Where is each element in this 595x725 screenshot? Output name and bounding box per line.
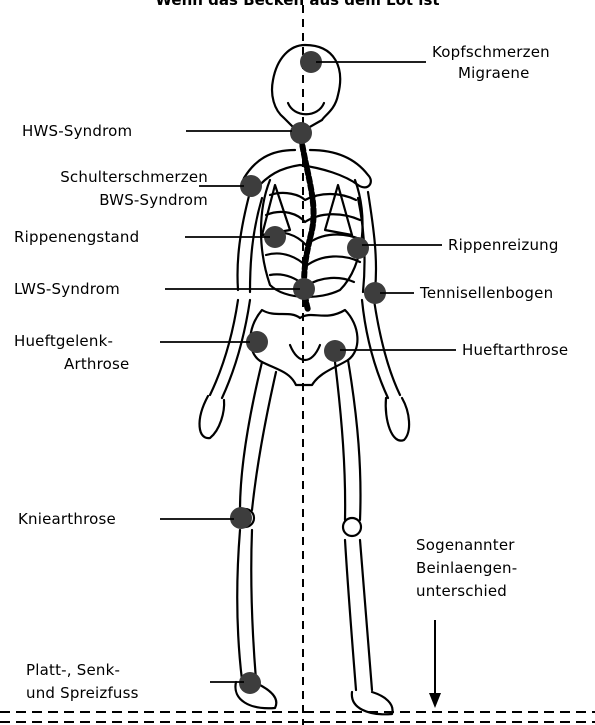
label-rippenengstand: Rippenengstand: [14, 227, 139, 247]
label-beinlaengen-2: Beinlaengen-: [416, 558, 517, 578]
label-rippenreizung: Rippenreizung: [448, 235, 559, 255]
label-bws: BWS-Syndrom: [10, 190, 208, 210]
label-beinlaengen-3: unterschied: [416, 581, 507, 601]
left-leg: [240, 362, 276, 510]
label-migraene: Migraene: [458, 63, 530, 83]
label-beinlaengen-1: Sogenannter: [416, 535, 515, 555]
dot-hws: [290, 122, 312, 144]
dot-knie: [230, 507, 252, 529]
label-hws: HWS-Syndrom: [22, 121, 132, 141]
label-kopfschmerzen: Kopfschmerzen: [432, 42, 550, 62]
label-kniearthrose: Kniearthrose: [18, 509, 116, 529]
left-arm: [238, 192, 263, 292]
label-schulter: Schulterschmerzen: [10, 167, 208, 187]
label-fuss-1: Platt-, Senk-: [26, 660, 120, 680]
dot-fuss: [239, 672, 261, 694]
label-fuss-2: und Spreizfuss: [26, 683, 139, 703]
dot-hueftarthrose: [324, 340, 346, 362]
right-leg: [335, 360, 361, 520]
label-hueftgelenk: Hueftgelenk-: [14, 331, 113, 351]
label-arthrose: Arthrose: [64, 354, 129, 374]
label-lws: LWS-Syndrom: [14, 279, 120, 299]
label-hueftarthrose: Hueftarthrose: [462, 340, 568, 360]
dot-rippenreizung: [347, 237, 369, 259]
arrow-down-icon: [429, 620, 441, 708]
label-tennis: Tennisellenbogen: [420, 283, 553, 303]
